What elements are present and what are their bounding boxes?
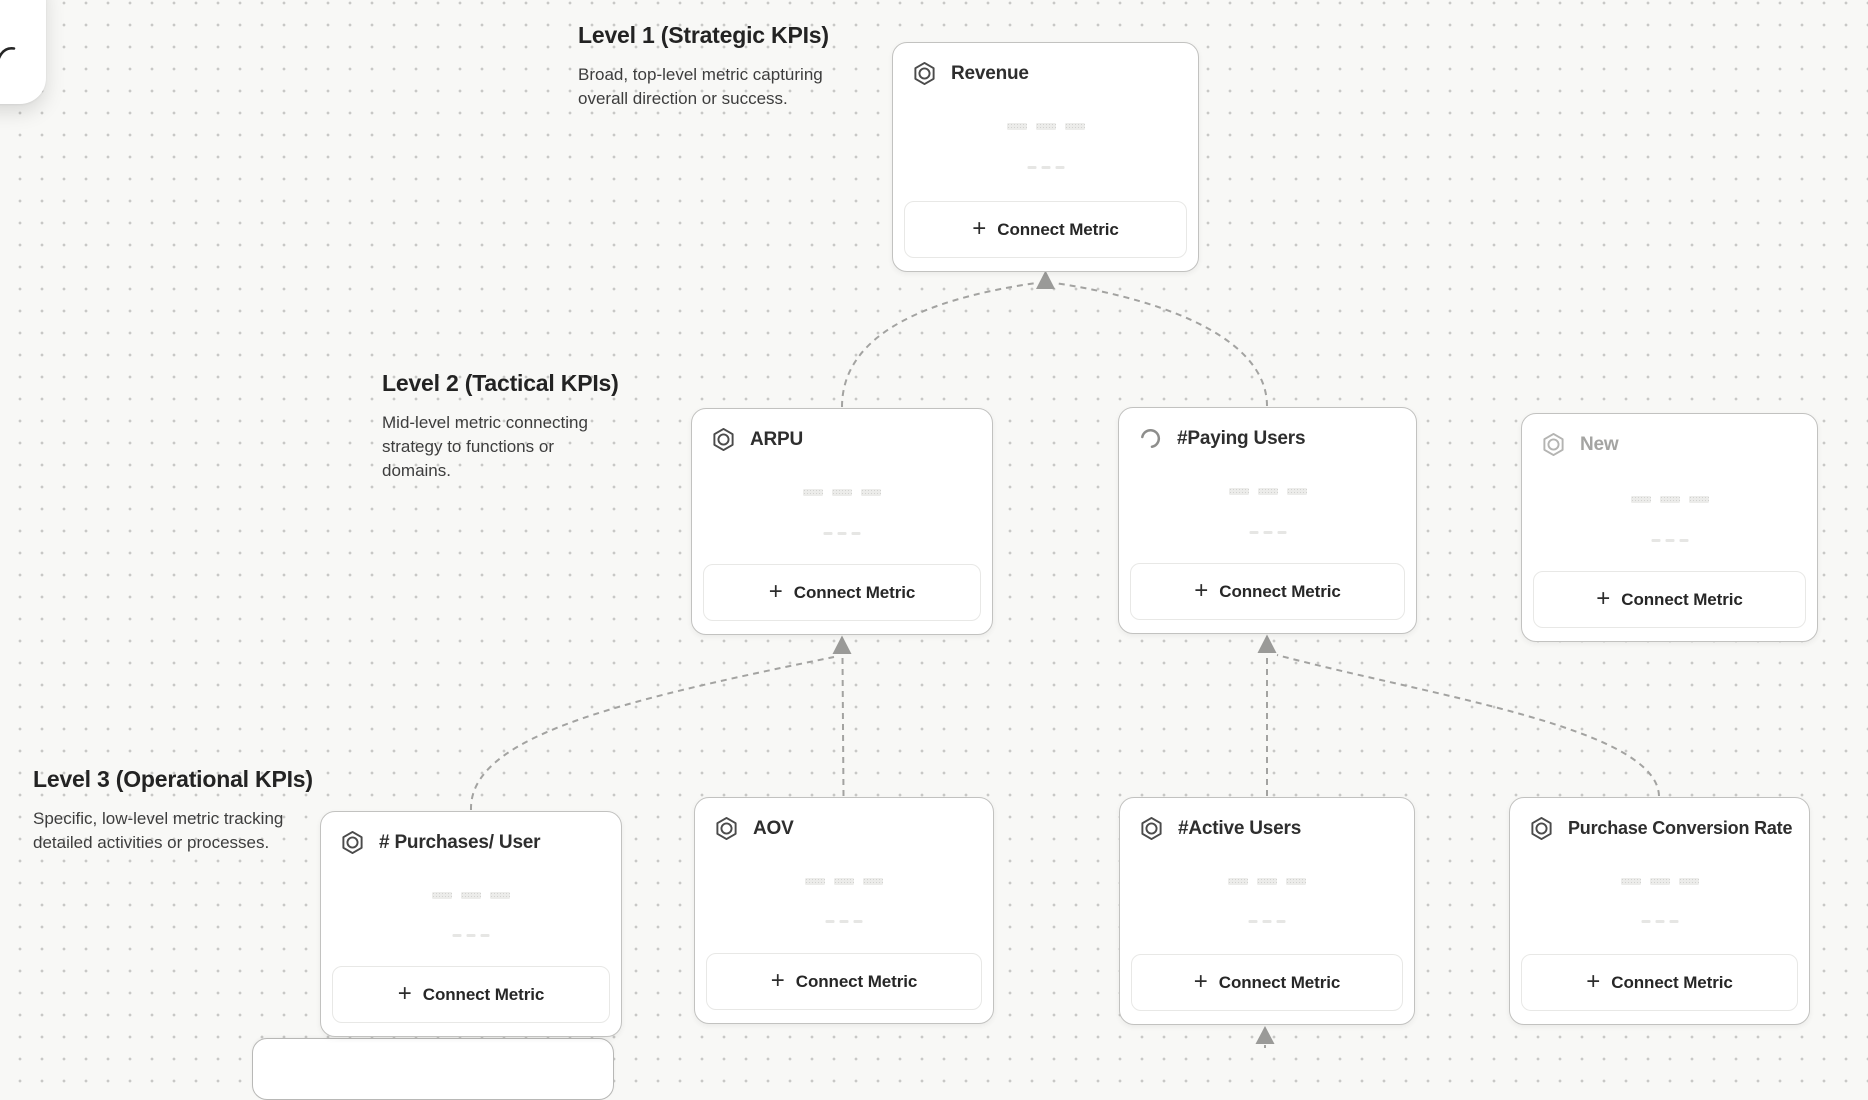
connect-metric-button[interactable]: + Connect Metric <box>904 201 1187 258</box>
connect-metric-label: Connect Metric <box>997 219 1119 239</box>
metric-card-title: #Paying Users <box>1177 427 1306 449</box>
connector-purchases-to-arpu <box>469 656 835 811</box>
connect-metric-label: Connect Metric <box>793 582 916 602</box>
level-1-label: Level 1 (Strategic KPIs) Broad, top-leve… <box>578 22 836 111</box>
metric-card-title: # Purchases/ User <box>379 831 541 853</box>
metric-card-title: New <box>1580 433 1619 455</box>
metric-card-title: Revenue <box>951 62 1029 84</box>
metric-placeholder-row <box>1006 123 1085 130</box>
card-header: New <box>1522 414 1817 458</box>
spinner-icon <box>1137 425 1164 452</box>
metric-placeholder-row-small <box>823 532 861 535</box>
metric-card-title: ARPU <box>750 428 804 450</box>
card-header: Revenue <box>893 43 1198 87</box>
level-3-description: Specific, low-level metric tracking deta… <box>33 809 284 852</box>
connect-metric-button[interactable]: + Connect Metric <box>332 966 610 1023</box>
hexagon-metric-icon <box>911 60 938 87</box>
card-header: #Active Users <box>1120 798 1414 842</box>
plus-icon: + <box>1193 967 1208 995</box>
metric-card-purchases-per-user[interactable]: # Purchases/ User + Connect Metric <box>320 811 622 1037</box>
metric-placeholder-row <box>1228 878 1306 885</box>
plus-icon: + <box>1194 576 1209 604</box>
metric-card-title: Purchase Conversion Rate <box>1568 818 1793 838</box>
metric-card-revenue[interactable]: Revenue + Connect Metric <box>892 42 1199 272</box>
connect-metric-button[interactable]: + Connect Metric <box>706 953 982 1010</box>
card-header: #Paying Users <box>1119 408 1416 452</box>
level-2-label: Level 2 (Tactical KPIs) Mid-level metric… <box>382 370 627 483</box>
plus-icon: + <box>1586 967 1601 995</box>
hexagon-metric-icon <box>710 426 737 453</box>
plus-icon: + <box>972 214 987 242</box>
connect-metric-button[interactable]: + Connect Metric <box>1521 954 1798 1011</box>
connect-metric-label: Connect Metric <box>795 971 918 991</box>
connect-metric-button[interactable]: + Connect Metric <box>1130 563 1405 620</box>
metric-card-title: #Active Users <box>1178 817 1302 839</box>
metric-placeholder-row-small <box>1641 920 1678 923</box>
connect-metric-label: Connect Metric <box>1219 581 1341 601</box>
metric-card-aov[interactable]: AOV + Connect Metric <box>694 797 994 1024</box>
arrowhead-into-payingusers <box>1257 634 1277 653</box>
metric-placeholder-row-small <box>1027 166 1064 169</box>
metric-placeholder-row-small <box>452 934 490 937</box>
card-header: # Purchases/ User <box>321 812 621 856</box>
metric-placeholder-row <box>1630 496 1709 503</box>
metric-placeholder-row-small <box>825 920 863 923</box>
level-3-title: Level 3 (Operational KPIs) <box>33 766 313 792</box>
metric-card-paying-users[interactable]: #Paying Users + Connect Metric <box>1118 407 1417 634</box>
metric-card-arpu[interactable]: ARPU + Connect Metric <box>691 408 993 635</box>
card-header: Purchase Conversion Rate <box>1510 798 1809 842</box>
metric-placeholder-row-small <box>1249 531 1286 534</box>
metric-placeholder-row <box>803 489 881 496</box>
hexagon-metric-icon <box>339 829 366 856</box>
connect-metric-button[interactable]: + Connect Metric <box>1131 954 1403 1011</box>
connect-metric-button[interactable]: + Connect Metric <box>703 564 981 621</box>
connector-arpu-to-revenue <box>841 282 1037 408</box>
level-3-label: Level 3 (Operational KPIs) Specific, low… <box>33 766 313 855</box>
metric-placeholder-row <box>432 892 510 899</box>
metric-placeholder-row <box>805 878 883 885</box>
plus-icon: + <box>397 979 412 1007</box>
metric-card-partial-offscreen[interactable] <box>252 1038 614 1100</box>
plus-icon: + <box>770 966 785 994</box>
hexagon-metric-icon <box>1138 815 1165 842</box>
hexagon-metric-icon <box>1528 815 1555 842</box>
metric-placeholder-row-small <box>1651 539 1688 542</box>
hexagon-metric-icon <box>713 815 740 842</box>
connector-aov-to-arpu <box>841 655 845 797</box>
arrowhead-into-activeusers <box>1255 1026 1275 1044</box>
metric-card-purchase-conversion-rate[interactable]: Purchase Conversion Rate + Connect Metri… <box>1509 797 1810 1025</box>
floating-toolbar-panel[interactable] <box>0 0 46 104</box>
arrowhead-into-revenue <box>1036 270 1055 289</box>
level-2-description: Mid-level metric connecting strategy to … <box>382 413 588 480</box>
kpi-tree-connectors <box>469 270 1660 1048</box>
level-1-title: Level 1 (Strategic KPIs) <box>578 22 829 48</box>
connect-metric-label: Connect Metric <box>1621 589 1743 609</box>
plus-icon: + <box>1596 584 1611 612</box>
card-header: AOV <box>695 798 993 842</box>
metric-card-new[interactable]: New + Connect Metric <box>1521 413 1818 642</box>
connect-metric-label: Connect Metric <box>422 984 545 1004</box>
connect-metric-button[interactable]: + Connect Metric <box>1533 571 1806 628</box>
metric-placeholder-row-small <box>1248 920 1286 923</box>
connector-pcr-to-payingusers <box>1276 654 1660 797</box>
metric-placeholder-row <box>1228 488 1307 495</box>
card-header: ARPU <box>692 409 992 453</box>
metric-placeholder-row <box>1620 878 1699 885</box>
plus-icon: + <box>768 577 783 605</box>
connect-metric-label: Connect Metric <box>1611 972 1733 992</box>
level-1-description: Broad, top-level metric capturing overal… <box>578 65 823 108</box>
cursor-flick-icon <box>0 47 16 59</box>
metric-card-active-users[interactable]: #Active Users + Connect Metric <box>1119 797 1415 1025</box>
level-2-title: Level 2 (Tactical KPIs) <box>382 370 619 396</box>
connect-metric-label: Connect Metric <box>1218 972 1341 992</box>
metric-card-title: AOV <box>753 817 794 839</box>
connector-payingusers-to-revenue <box>1054 282 1268 407</box>
hexagon-metric-icon <box>1540 431 1567 458</box>
arrowhead-into-arpu <box>832 635 852 654</box>
